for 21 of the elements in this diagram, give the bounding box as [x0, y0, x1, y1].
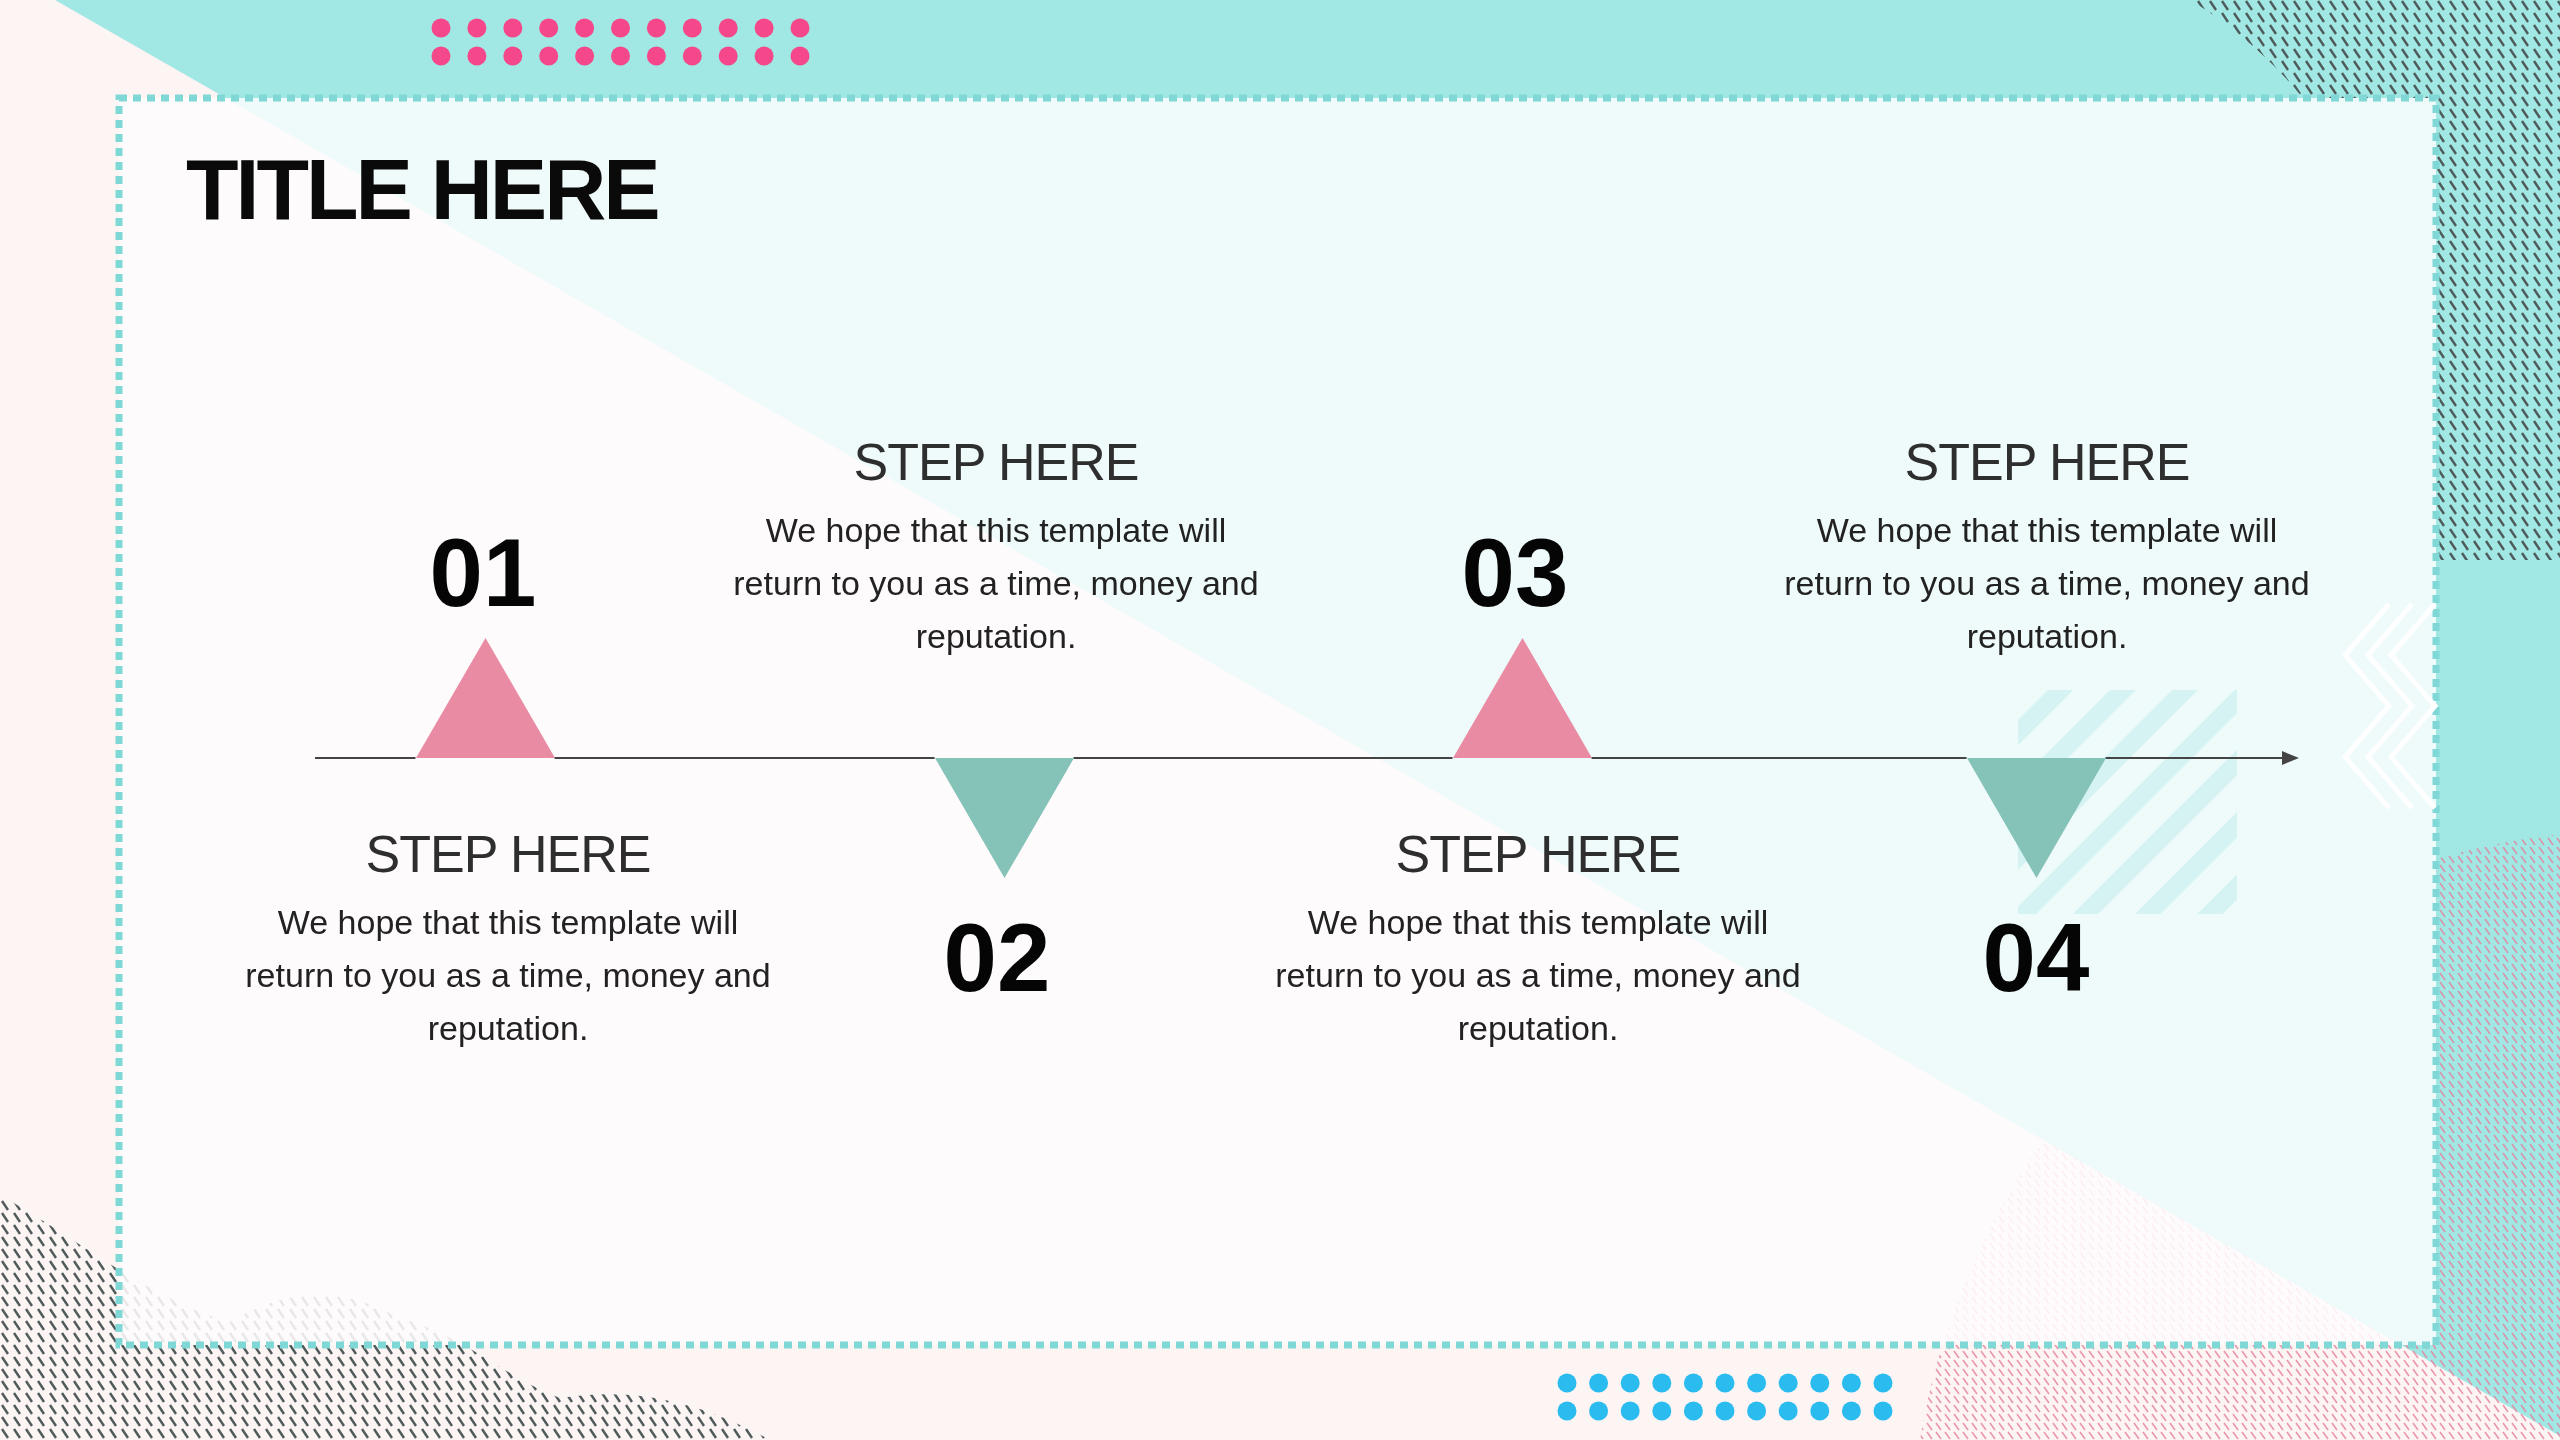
step-description: We hope that this template will return to you as a time, money and reputation. — [732, 510, 1260, 657]
timeline-line — [314, 757, 417, 759]
triangle-marker — [1452, 638, 1592, 758]
step-number: 02 — [943, 910, 1051, 1006]
step-heading: STEP HERE — [1395, 824, 1681, 885]
timeline-line — [1072, 757, 1454, 759]
timeline-line — [1590, 757, 1968, 759]
step-heading: STEP HERE — [365, 824, 651, 885]
triangle-marker — [415, 638, 555, 758]
triangle-marker — [934, 758, 1074, 878]
step-heading: STEP HERE — [853, 432, 1139, 493]
step-number: 04 — [1982, 910, 2090, 1006]
slide-title: TITLE HERE — [186, 146, 658, 232]
step-description: We hope that this template will return to you as a time, money and reputation. — [1783, 510, 2311, 657]
step-heading: STEP HERE — [1904, 432, 2190, 493]
step-description: We hope that this template will return to you as a time, money and reputation. — [1274, 902, 1802, 1049]
step-number: 01 — [429, 525, 537, 621]
step-description: We hope that this template will return to you as a time, money and reputation. — [244, 902, 772, 1049]
timeline-line — [553, 757, 936, 759]
step-number: 03 — [1461, 525, 1569, 621]
triangle-marker — [1966, 758, 2106, 878]
